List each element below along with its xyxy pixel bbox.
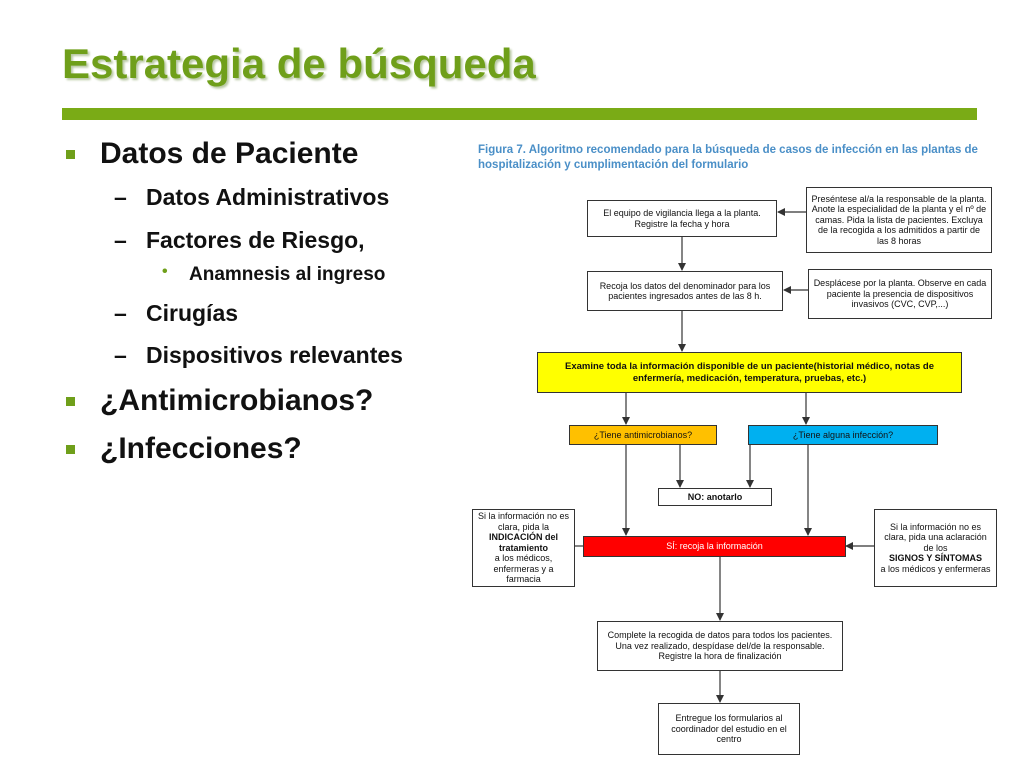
box-infection: ¿Tiene alguna infección?	[748, 425, 938, 445]
dash-bullet-icon: –	[114, 300, 127, 326]
box-right-note: Si la información no es clara, pida una …	[874, 509, 997, 587]
box-deliver: Entregue los formularios al coordinador …	[658, 703, 800, 755]
dash-bullet-icon: –	[114, 227, 127, 253]
dash-bullet-icon: –	[114, 184, 127, 210]
square-bullet-icon	[66, 397, 75, 406]
box-antimicrobials: ¿Tiene antimicrobianos?	[569, 425, 717, 445]
dash-bullet-icon: –	[114, 342, 127, 368]
box-note-devices: Desplácese por la planta. Observe en cad…	[808, 269, 992, 319]
square-bullet-icon	[66, 150, 75, 159]
box-yes: SÍ: recoja la información	[583, 536, 846, 557]
title-divider	[62, 108, 977, 120]
slide-title: Estrategia de búsqueda	[62, 40, 536, 87]
box-no: NO: anotarlo	[658, 488, 772, 506]
box-note-responsible: Preséntese al/a la responsable de la pla…	[806, 187, 992, 253]
bullet-list: Datos de Paciente – Datos Administrativo…	[0, 0, 470, 768]
box-arrive: El equipo de vigilancia llega a la plant…	[587, 200, 777, 237]
box-denominator: Recoja los datos del denominador para lo…	[587, 271, 783, 311]
figure-caption: Figura 7. Algoritmo recomendado para la …	[478, 144, 978, 171]
square-bullet-icon	[66, 445, 75, 454]
box-complete: Complete la recogida de datos para todos…	[597, 621, 843, 671]
dot-bullet-icon: •	[162, 263, 168, 280]
box-left-note: Si la información no es clara, pida la I…	[472, 509, 575, 587]
box-examine: Examine toda la información disponible d…	[537, 352, 962, 393]
